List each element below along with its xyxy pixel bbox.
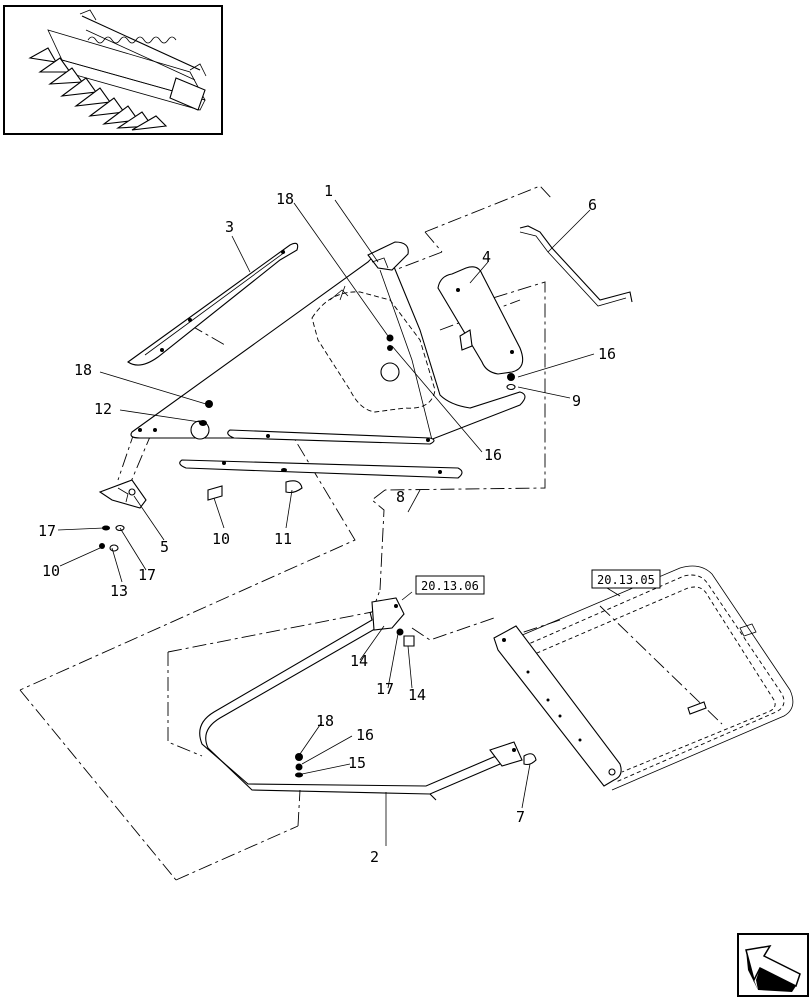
part-5-bracket [98,479,147,509]
part-6-rod [519,225,633,307]
callout-16-mid: 16 [484,446,502,464]
right-frame-assembly [493,565,794,791]
part-8-strip [179,459,463,479]
callout-5: 5 [160,538,169,556]
section-references: 20.13.06 20.13.05 [415,569,661,595]
part-4-plate [437,266,524,375]
callout-17-frame: 17 [376,680,394,698]
callout-2: 2 [370,848,379,866]
callout-1: 1 [324,182,333,200]
callout-10-left: 13 [110,582,128,600]
callout-11: 10 [42,562,60,580]
callout-15: 14 [350,652,368,670]
part-1-hood [130,241,526,445]
callout-16-right: 16 [598,345,616,363]
callout-18-top: 18 [276,190,294,208]
callout-14-frame: 15 [348,754,366,772]
part-3-strip [127,242,299,366]
callout-17-mid: 17 [138,566,156,584]
callout-6: 6 [588,196,597,214]
callout-labels: 3 1 18 4 6 18 12 16 9 16 8 10 11 5 17 10… [38,182,616,866]
callout-8: 8 [396,488,405,506]
callout-14-left: 12 [94,400,112,418]
fasteners [99,334,537,778]
callout-13: 11 [274,530,292,548]
leader-lines [57,199,621,846]
callout-7: 7 [516,808,525,826]
callout-17-left: 17 [38,522,56,540]
callout-9: 9 [572,392,581,410]
callout-12: 10 [212,530,230,548]
callout-18-left: 18 [74,361,92,379]
navigation-arrow-icon[interactable] [737,933,809,997]
part-2-frame [199,597,523,801]
callout-10-frame: 14 [408,686,426,704]
ref-20-13-05[interactable]: 20.13.05 [597,573,655,587]
header-thumbnail-icon [3,5,223,135]
ref-20-13-06[interactable]: 20.13.06 [421,579,479,593]
callout-4: 4 [482,248,491,266]
callout-16-frame: 16 [356,726,374,744]
callout-3: 3 [225,218,234,236]
callout-18-frame: 18 [316,712,334,730]
